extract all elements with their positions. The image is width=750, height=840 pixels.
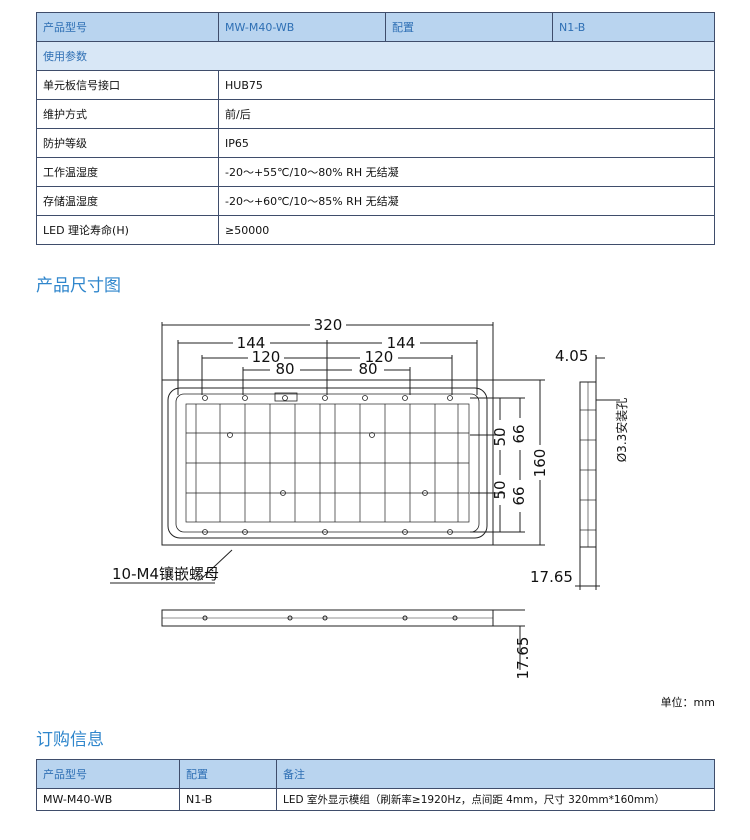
order-model: MW-M40-WB — [36, 788, 180, 811]
dim-50-bottom: 50 — [491, 480, 509, 499]
dimension-drawing: 320 144 144 120 120 80 80 66 50 50 66 16… — [110, 316, 629, 680]
unit-note: 单位：mm — [660, 696, 715, 709]
row-label: LED 理论寿命(H) — [36, 215, 219, 245]
spec-header-row: 产品型号 MW-M40-WB 配置 N1-B — [36, 12, 715, 42]
row-value: ≥50000 — [218, 215, 715, 245]
dim-height-total: 160 — [531, 449, 549, 478]
spec-table: 产品型号 MW-M40-WB 配置 N1-B 使用参数 单元板信号接口 HUB7… — [36, 12, 715, 245]
order-remark: LED 室外显示模组（刷新率≥1920Hz，点间距 4mm，尺寸 320mm*1… — [276, 788, 715, 811]
model-value: MW-M40-WB — [218, 12, 386, 42]
table-row: 防护等级 IP65 — [36, 128, 715, 158]
row-label: 维护方式 — [36, 99, 219, 129]
row-value: 前/后 — [218, 99, 715, 129]
dim-66-top: 66 — [510, 424, 528, 443]
section-row: 使用参数 — [36, 41, 715, 71]
dim-side-hole: Ø3.3安装孔 — [614, 398, 629, 463]
row-label: 存储温湿度 — [36, 186, 219, 216]
table-row: 维护方式 前/后 — [36, 99, 715, 129]
row-label: 单元板信号接口 — [36, 70, 219, 100]
row-value: -20～+60℃/10～85% RH 无结凝 — [218, 186, 715, 216]
row-value: -20～+55℃/10～80% RH 无结凝 — [218, 157, 715, 187]
dim-80-left: 80 — [275, 360, 294, 378]
row-value: HUB75 — [218, 70, 715, 100]
dim-bottom-depth: 17.65 — [514, 637, 532, 680]
order-config-label: 配置 — [179, 759, 277, 789]
dim-120-left: 120 — [252, 348, 281, 366]
table-row: 单元板信号接口 HUB75 — [36, 70, 715, 100]
section-label: 使用参数 — [36, 41, 715, 71]
table-row: 存储温湿度 -20～+60℃/10～85% RH 无结凝 — [36, 186, 715, 216]
nut-label: 10-M4镶嵌螺母 — [112, 565, 219, 583]
table-row: 工作温湿度 -20～+55℃/10～80% RH 无结凝 — [36, 157, 715, 187]
table-row: LED 理论寿命(H) ≥50000 — [36, 215, 715, 245]
row-label: 防护等级 — [36, 128, 219, 158]
dim-50-top: 50 — [491, 427, 509, 446]
nut-holes — [202, 395, 453, 535]
dim-side-top: 4.05 — [555, 347, 588, 365]
dim-120-right: 120 — [365, 348, 394, 366]
dim-80-right: 80 — [358, 360, 377, 378]
config-value: N1-B — [552, 12, 715, 42]
order-config: N1-B — [179, 788, 277, 811]
dim-144-left: 144 — [237, 334, 266, 352]
dimension-title: 产品尺寸图 — [36, 276, 121, 296]
dim-side-bottom: 17.65 — [530, 568, 573, 586]
row-label: 工作温湿度 — [36, 157, 219, 187]
dim-144-right: 144 — [387, 334, 416, 352]
module-outer-frame — [161, 379, 494, 546]
module-grid — [185, 403, 470, 523]
dim-66-bottom: 66 — [510, 486, 528, 505]
order-header-row: 产品型号 配置 备注 — [36, 759, 715, 789]
order-title: 订购信息 — [36, 730, 104, 750]
model-label: 产品型号 — [36, 12, 219, 42]
order-table: 产品型号 配置 备注 MW-M40-WB N1-B LED 室外显示模组（刷新率… — [36, 759, 715, 811]
order-model-label: 产品型号 — [36, 759, 180, 789]
order-remark-label: 备注 — [276, 759, 715, 789]
row-value: IP65 — [218, 128, 715, 158]
config-label: 配置 — [385, 12, 553, 42]
table-row: MW-M40-WB N1-B LED 室外显示模组（刷新率≥1920Hz，点间距… — [36, 788, 715, 811]
dim-width-total: 320 — [314, 316, 343, 334]
